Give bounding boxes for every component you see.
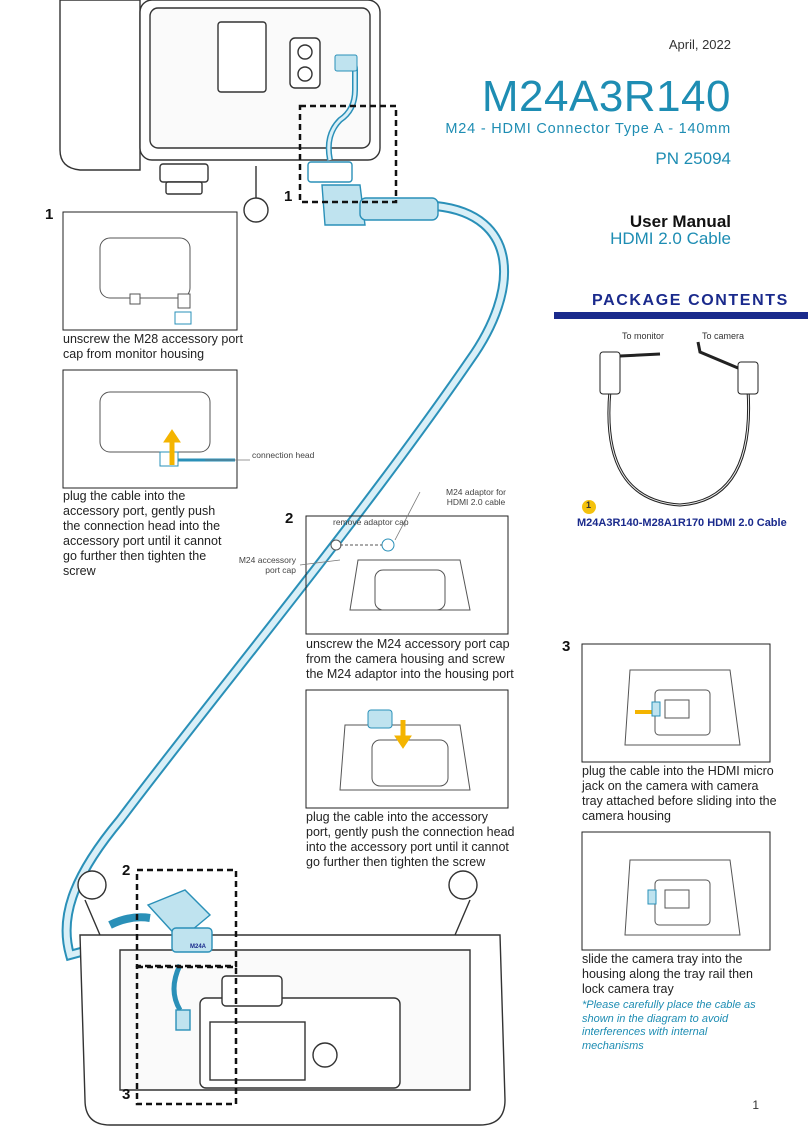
step3b-caption: slide the camera tray into the housing a…: [582, 952, 753, 996]
step1a-drawing: [99, 237, 192, 325]
step2-panels: [305, 515, 509, 809]
step2b-drawing: [339, 709, 471, 791]
issue-date: April, 2022: [668, 37, 731, 52]
product-subtitle: M24 - HDMI Connector Type A - 140mm: [445, 121, 731, 137]
step3a-caption: plug the cable into the HDMI micro jack …: [582, 764, 777, 823]
step1-overview-number: 1: [284, 188, 293, 205]
step2b-caption: plug the cable into the accessory port, …: [306, 810, 515, 869]
to-monitor-label: To monitor: [622, 331, 665, 341]
step3a-drawing: [624, 669, 741, 746]
step2-number: 2: [285, 510, 294, 527]
package-contents-graphic: [554, 312, 808, 514]
step1-number: 1: [45, 206, 54, 223]
package-contents-heading: PACKAGE CONTENTS: [592, 292, 789, 309]
step3-panels: [581, 643, 771, 951]
step1-panels: [62, 211, 238, 489]
leader-lines: [205, 459, 421, 566]
cable-title: HDMI 2.0 Cable: [610, 229, 731, 248]
step3-overview-number: 3: [122, 1086, 131, 1103]
connection-head-label: connection head: [252, 450, 315, 460]
step1b-drawing: [99, 391, 235, 467]
to-camera-label: To camera: [702, 331, 745, 341]
bottom-connector: [108, 889, 213, 953]
step3b-drawing: [624, 859, 741, 936]
housing-port-label: M24A: [190, 944, 207, 950]
step2-overview-number: 2: [122, 862, 131, 879]
monitor-housing-illustration: [59, 0, 381, 223]
step2a-drawing: [330, 538, 471, 611]
step2a-caption: unscrew the M24 accessory port cap from …: [306, 637, 514, 681]
step3-number: 3: [562, 638, 571, 655]
model-number: M24A3R140: [481, 72, 731, 121]
step1a-caption: unscrew the M28 accessory port cap from …: [63, 332, 243, 361]
part-number: PN 25094: [655, 149, 731, 168]
cable-placement-note: *Please carefully place the cable as sho…: [582, 999, 756, 1052]
page-number: 1: [752, 1098, 759, 1112]
detail-box-3: [135, 965, 238, 1106]
remove-adaptor-cap-label: remove adaptor cap: [333, 517, 409, 527]
m24-adaptor-label: M24 adaptor for HDMI 2.0 cable: [445, 487, 506, 507]
package-badge: 1: [586, 500, 592, 510]
package-badge-shape: [582, 500, 596, 514]
detail-box-1: [298, 104, 398, 204]
camera-housing-illustration: [77, 870, 506, 1126]
port-cap-label: M24 accessory port cap: [238, 555, 296, 575]
detail-box-2: [135, 868, 238, 968]
step1b-caption: plug the cable into the accessory port, …: [63, 489, 222, 578]
package-item-name: M24A3R140-M28A1R170 HDMI 2.0 Cable: [577, 517, 787, 529]
manual-title: User Manual: [629, 212, 731, 231]
